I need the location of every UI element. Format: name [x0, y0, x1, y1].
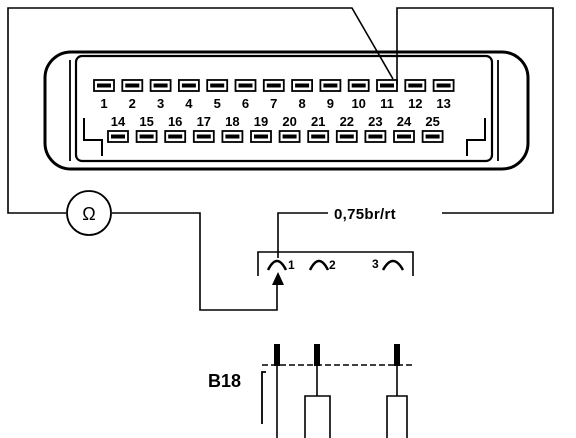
connector-pin-2-contact: [125, 83, 140, 88]
connector-pin-14-contact: [111, 134, 125, 139]
connector-pin-12-contact: [408, 83, 423, 88]
connector-key-right: [466, 118, 486, 156]
pin-number-9: 9: [327, 96, 334, 111]
connector-pin-1-contact: [97, 83, 111, 88]
connector-pins-top-row: [93, 79, 455, 92]
connector-pins-bottom-row: [107, 130, 444, 143]
terminal-pin-2-icon: [314, 344, 320, 366]
terminal-pin-1-icon: [274, 344, 280, 366]
connector-pin-6-contact: [238, 83, 253, 88]
connector-pin-17-contact: [196, 134, 211, 139]
diagnostic-connector: [43, 50, 530, 171]
pin-numbers-bottom-row: 14 15 16 17 18 19 20 21 22 23 24 25: [111, 114, 440, 129]
pin-number-19: 19: [254, 114, 268, 129]
ohmmeter-icon: Ω: [82, 204, 95, 224]
pin-number-7: 7: [270, 96, 277, 111]
pin-number-17: 17: [197, 114, 211, 129]
element-2-outline: [304, 395, 331, 438]
ohmmeter-circle: [66, 190, 112, 236]
connector-pin-22-contact: [339, 134, 354, 139]
plug-outline: [257, 251, 414, 276]
connector-pin-11-contact: [380, 83, 394, 88]
terminal-1-icon: [266, 259, 288, 271]
connector-pin-18-contact: [225, 134, 240, 139]
connector-pin-20-contact: [282, 134, 297, 139]
test-lead-pin-10: [7, 7, 394, 214]
connector-pin-7-contact: [266, 83, 281, 88]
connector-outer-shell: [43, 50, 530, 171]
component-label: B18: [208, 371, 241, 391]
component-bracket: [261, 371, 266, 424]
pin-number-24: 24: [397, 114, 412, 129]
plug-connector: 1 2 3: [257, 251, 414, 285]
probe-arrow-icon: [272, 272, 284, 285]
element-3-outline: [386, 395, 408, 438]
pin-number-22: 22: [340, 114, 354, 129]
pin-number-14: 14: [111, 114, 126, 129]
pin-number-5: 5: [214, 96, 221, 111]
connector-pin-3-contact: [153, 83, 168, 88]
terminal-3-icon: [381, 259, 405, 271]
connector-pin-10-contact: [351, 83, 366, 88]
component-b18: B18: [208, 344, 412, 438]
terminal-2-icon: [308, 259, 330, 271]
connector-key-left: [83, 118, 103, 156]
pin-number-6: 6: [242, 96, 249, 111]
pin-number-2: 2: [129, 96, 136, 111]
connector-inner-frame: [74, 54, 494, 163]
pin-number-10: 10: [351, 96, 365, 111]
ohmmeter: Ω: [66, 190, 112, 236]
plug-terminal-2-label: 2: [329, 258, 336, 272]
pin-number-13: 13: [436, 96, 450, 111]
meter-lead: [112, 212, 278, 311]
pin-number-20: 20: [282, 114, 296, 129]
pin-number-25: 25: [425, 114, 439, 129]
connector-pin-23-contact: [368, 134, 383, 139]
pin-number-11: 11: [380, 96, 394, 111]
pin-number-4: 4: [185, 96, 193, 111]
connector-pin-5-contact: [210, 83, 225, 88]
pin-number-23: 23: [368, 114, 382, 129]
pin-number-18: 18: [225, 114, 239, 129]
pin-number-16: 16: [168, 114, 182, 129]
connector-pin-9-contact: [323, 83, 338, 88]
connector-pin-13-contact: [436, 83, 451, 88]
connector-pin-21-contact: [311, 134, 326, 139]
pin-number-1: 1: [100, 96, 107, 111]
connector-pin-19-contact: [254, 134, 268, 139]
connector-pin-15-contact: [139, 134, 154, 139]
pin-number-21: 21: [311, 114, 325, 129]
wire-to-plug: [277, 212, 328, 258]
plug-terminal-1-label: 1: [288, 258, 295, 272]
connector-pin-25-contact: [425, 134, 440, 139]
pin-number-8: 8: [298, 96, 305, 111]
connector-pin-24-contact: [397, 134, 411, 139]
wire-color-label: 0,75br/rt: [334, 206, 396, 223]
connector-pin-16-contact: [168, 134, 183, 139]
pin-number-15: 15: [139, 114, 153, 129]
connector-pin-4-contact: [181, 83, 196, 88]
pin-number-12: 12: [408, 96, 422, 111]
connector-pin-8-contact: [295, 83, 310, 88]
test-lead-pin-11: [396, 7, 554, 214]
terminal-pin-3-icon: [394, 344, 400, 366]
pin-number-3: 3: [157, 96, 164, 111]
plug-terminal-3-label: 3: [372, 257, 379, 271]
